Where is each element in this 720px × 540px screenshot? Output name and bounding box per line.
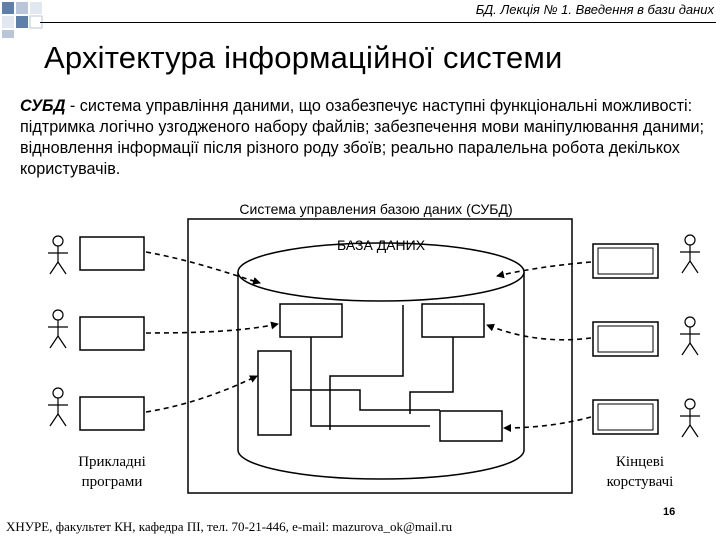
user-figure-icon	[680, 234, 700, 274]
intro-paragraph: СУБД - система управління даними, що оза…	[20, 96, 710, 180]
flow-arrow	[145, 321, 279, 334]
dbms-label: Система управления базою даних (СУБД)	[239, 201, 512, 217]
corner-decoration	[2, 2, 43, 38]
application-box	[79, 236, 145, 271]
end-users-label-line2: корстувачі	[607, 474, 674, 490]
corner-square	[30, 2, 42, 14]
data-block	[279, 303, 343, 338]
terminal-box	[592, 399, 659, 435]
database-label: БАЗА ДАНИХ	[337, 237, 426, 253]
dbms-frame	[187, 218, 573, 494]
data-block	[439, 410, 503, 442]
applications-label-line2: програми	[82, 474, 143, 490]
user-figure-icon	[48, 387, 68, 427]
application-box	[79, 396, 145, 431]
flow-arrows	[145, 251, 592, 432]
slide-title: Архітектура інформаційної системи	[44, 40, 563, 75]
flow-arrow	[145, 375, 258, 413]
corner-square	[2, 30, 14, 38]
end-users-label-line1: Кінцеві	[616, 454, 664, 470]
flow-arrow	[496, 261, 592, 279]
flow-arrow	[145, 251, 261, 285]
page-number: 16	[663, 506, 676, 518]
terminal-box	[592, 243, 659, 279]
intro-term: СУБД	[20, 97, 66, 115]
header-caption: БД. Лекція № 1. Введення в бази даних	[475, 2, 714, 17]
user-figure-icon	[48, 235, 68, 275]
flow-arrow	[486, 323, 592, 341]
corner-square	[2, 16, 14, 28]
user-figure-icon	[680, 398, 700, 438]
user-figure-icon	[680, 316, 700, 356]
data-block	[257, 350, 292, 436]
terminal-box	[592, 321, 659, 357]
corner-square	[16, 2, 28, 14]
application-box	[79, 316, 145, 351]
data-block	[421, 303, 485, 338]
applications-label-line1: Прикладні	[78, 454, 146, 470]
block-connectors	[291, 305, 454, 430]
corner-square	[16, 16, 28, 28]
intro-text: - система управління даними, що озабезпе…	[20, 97, 705, 178]
header-divider	[40, 22, 716, 23]
corner-square	[2, 2, 14, 14]
user-figure-icon	[48, 309, 68, 349]
footer-text: ХНУРЕ, факультет КН, кафедра ПІ, тел. 70…	[6, 519, 453, 534]
